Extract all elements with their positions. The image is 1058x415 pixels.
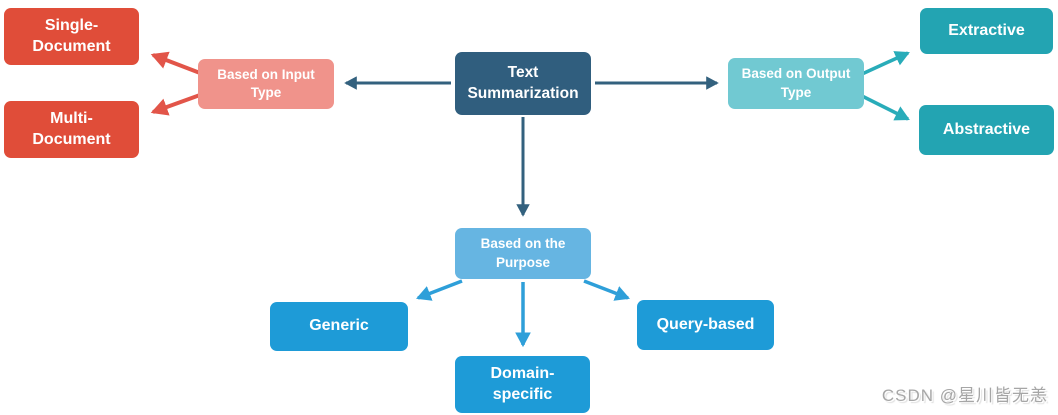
edge-output-to-abstractive [861,94,910,121]
edge-input-to-multi-document [150,93,201,116]
edge-output-to-extractive [861,51,910,76]
node-multi-document: Multi-Document [4,101,139,158]
node-based-on-the-purpose: Based on the Purpose [455,228,591,279]
node-based-on-output-type: Based on Output Type [728,58,864,109]
node-text-summarization: Text Summarization [455,52,591,115]
node-domain-specific: Domain-specific [455,356,590,413]
node-single-document: Single-Document [4,8,139,65]
edge-input-to-single-document [150,51,201,75]
edge-purpose-to-generic [416,279,463,301]
node-based-on-input-type: Based on Input Type [198,59,334,109]
edge-purpose-to-query-based [583,279,630,301]
node-generic: Generic [270,302,408,351]
node-query-based: Query-based [637,300,774,350]
node-extractive: Extractive [920,8,1053,54]
csdn-watermark: CSDN @星川皆无恙 [881,386,1048,405]
node-abstractive: Abstractive [919,105,1054,155]
